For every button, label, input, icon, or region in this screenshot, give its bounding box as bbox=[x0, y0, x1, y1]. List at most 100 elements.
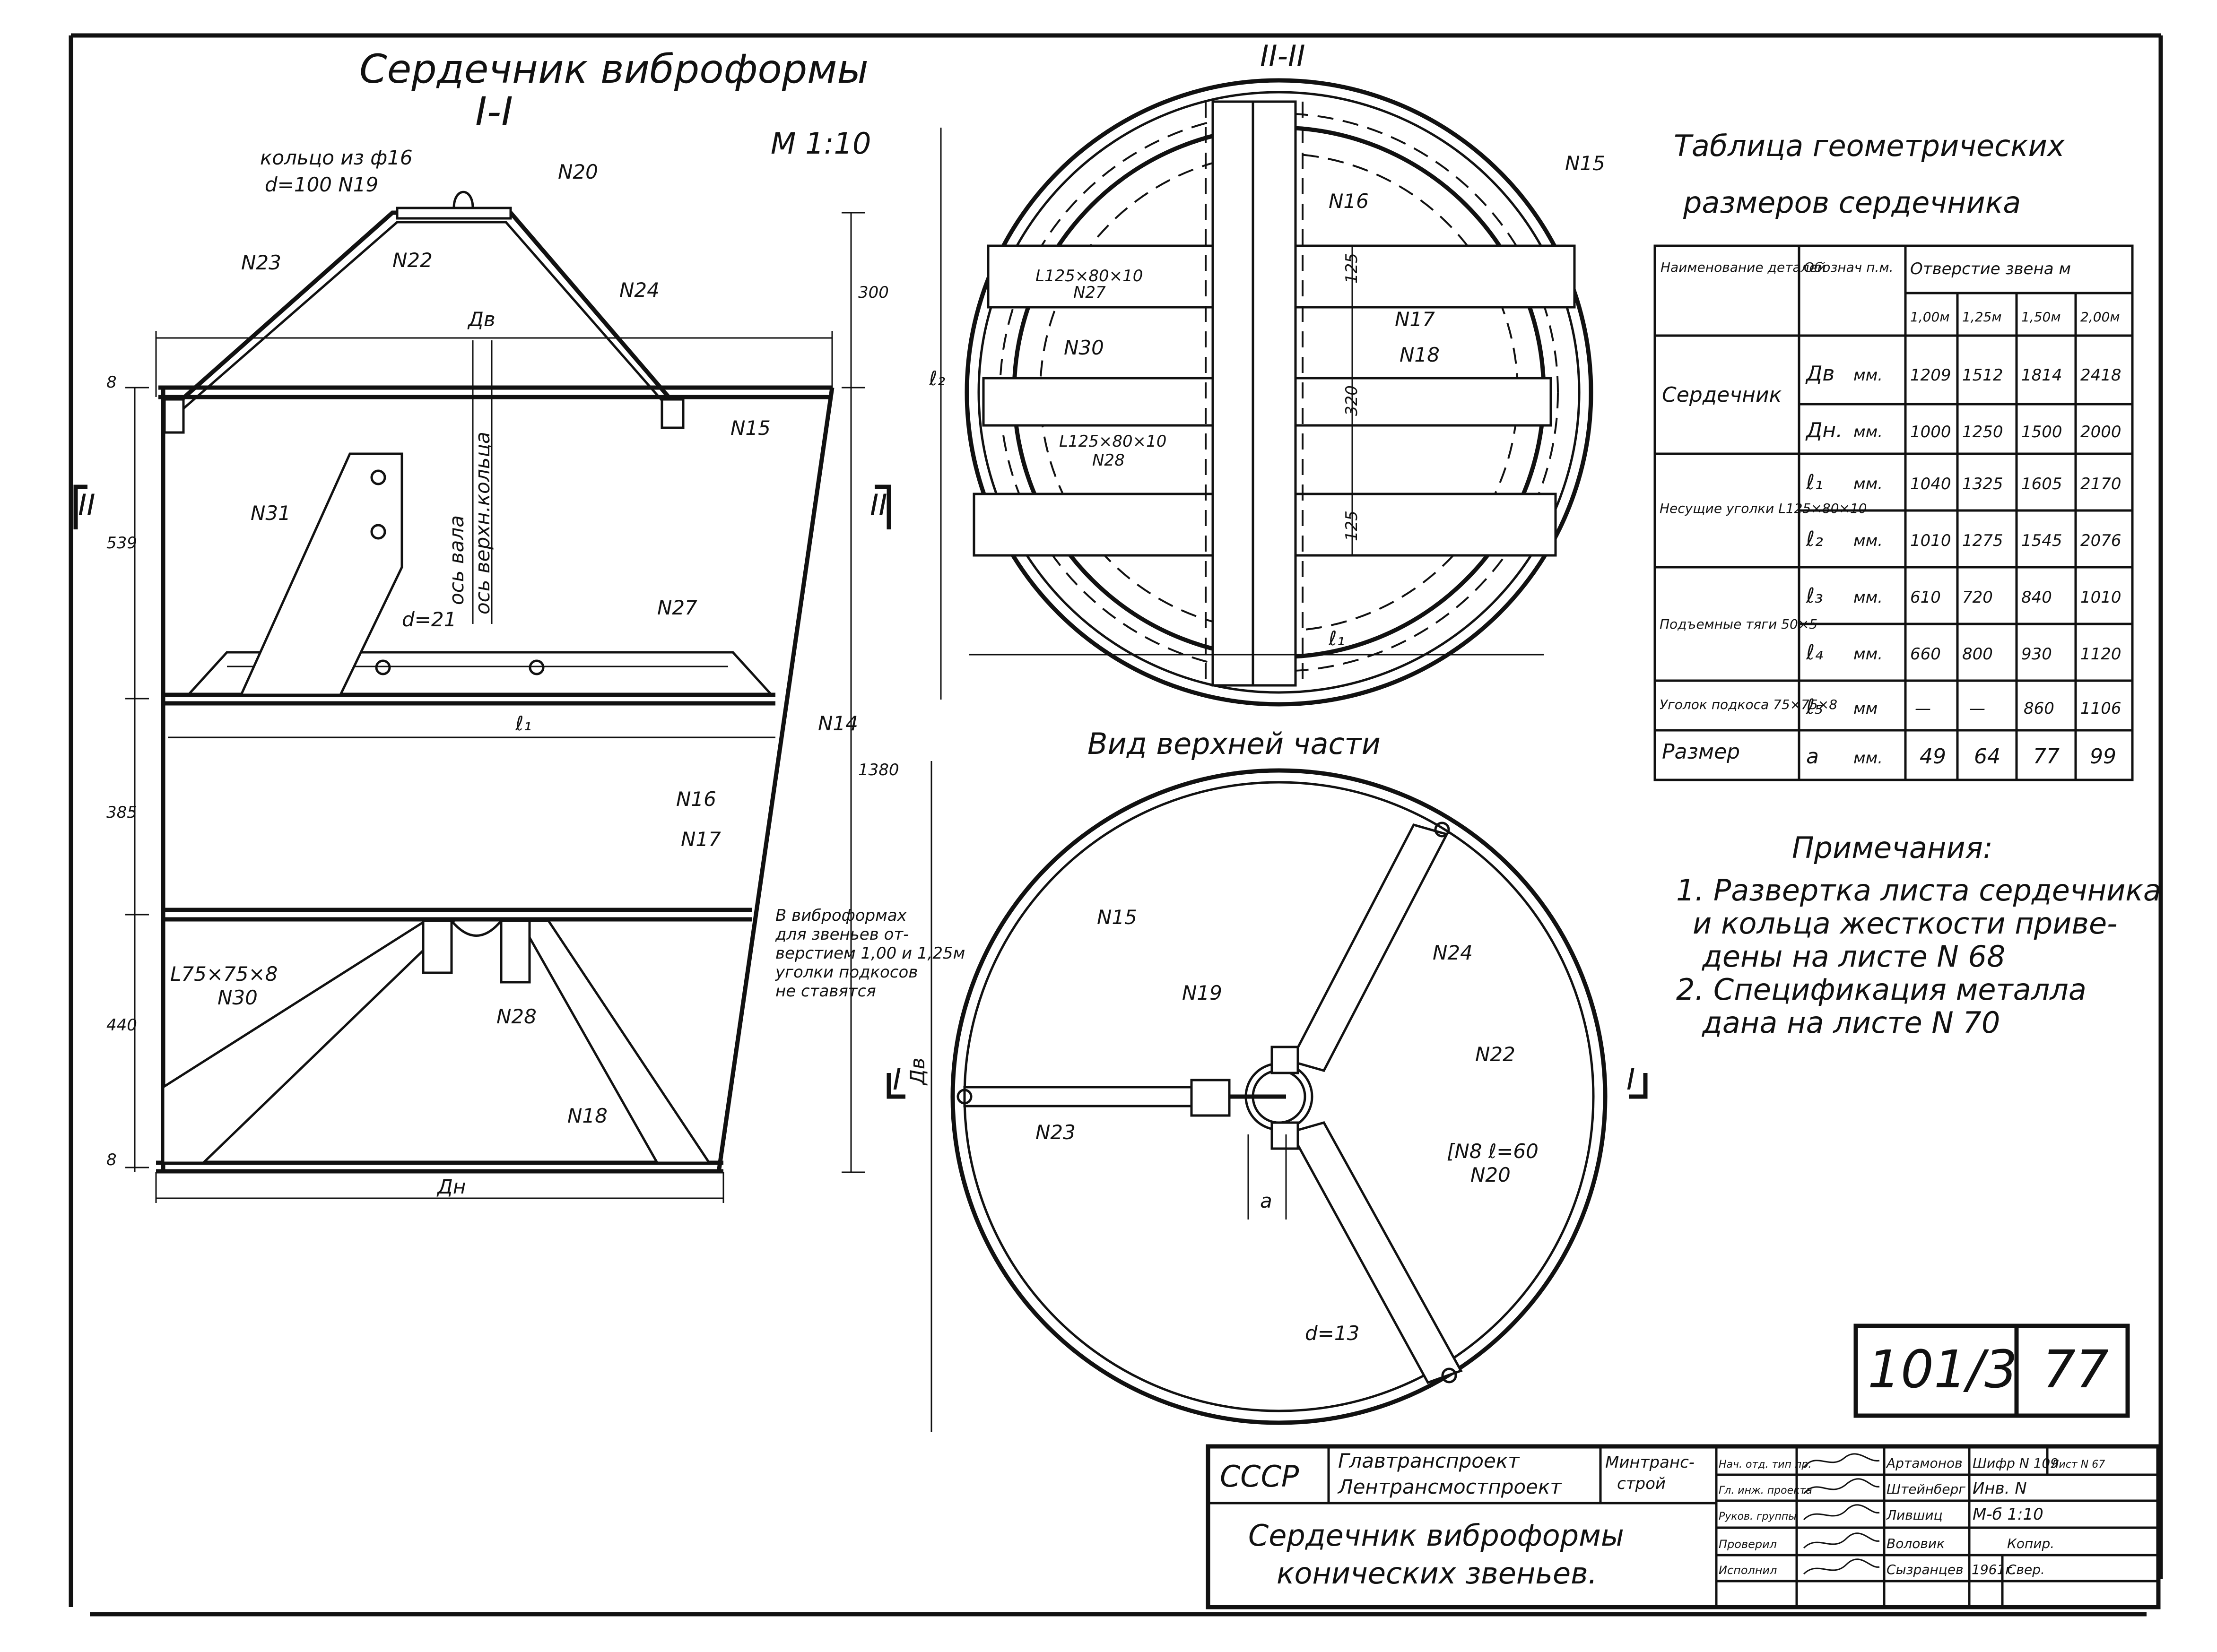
svg-text:мм.: мм. bbox=[1853, 423, 1883, 441]
note-b-5: не ставятся bbox=[775, 982, 876, 1001]
top-view bbox=[930, 761, 1608, 1432]
dim-125-b: 125 bbox=[1342, 510, 1361, 541]
svg-text:1040: 1040 bbox=[1910, 475, 1951, 493]
svg-text:1010: 1010 bbox=[1910, 531, 1951, 550]
label-l2: ℓ₂ bbox=[929, 367, 945, 390]
label-n27: N27 bbox=[657, 596, 697, 619]
dim-320: 320 bbox=[1342, 385, 1361, 416]
section-mark-i-right: I bbox=[1626, 1062, 1635, 1097]
label-n31: N31 bbox=[251, 502, 291, 525]
dim-1380: 1380 bbox=[858, 761, 899, 779]
label-n28b: N28 bbox=[1092, 451, 1125, 470]
section-mark-ii-right: II bbox=[870, 488, 887, 522]
tb-year: 1961г. bbox=[1972, 1562, 2017, 1577]
table-header-code: Обознач п.м. bbox=[1804, 259, 1893, 275]
tb-checked: Свер. bbox=[2007, 1562, 2045, 1577]
label-n23b: N23 bbox=[1035, 1121, 1076, 1144]
label-n20b: N20 bbox=[1470, 1163, 1511, 1186]
tb-name-3: Лившиц bbox=[1886, 1507, 1943, 1523]
section-mark-ii-left: II bbox=[78, 488, 96, 522]
table-row: ℓ₂ мм. 1010 1275 1545 2076 bbox=[1806, 527, 2121, 551]
label-ch8: [N8 ℓ=60 bbox=[1447, 1140, 1539, 1163]
table-group-angles: Несущие уголки L125×80×10 bbox=[1660, 501, 1867, 516]
table-row: Дв мм. 1209 1512 1814 2418 bbox=[1805, 362, 2121, 386]
dim-125-a: 125 bbox=[1342, 253, 1361, 284]
label-n30: N30 bbox=[217, 986, 258, 1009]
section-marks bbox=[73, 484, 1648, 1099]
tb-list: Лист N 67 bbox=[2051, 1459, 2105, 1470]
label-n27b: N27 bbox=[1073, 283, 1106, 302]
section-title-2: II-II bbox=[1260, 39, 1305, 73]
label-n18b: N18 bbox=[1400, 343, 1440, 366]
label-angle-75: L75×75×8 bbox=[170, 962, 278, 986]
tb-role-4: Проверил bbox=[1719, 1538, 1777, 1551]
svg-text:2418: 2418 bbox=[2080, 366, 2121, 385]
table-row: Дн. мм. 1000 1250 1500 2000 bbox=[1805, 418, 2121, 442]
tb-org-2: Лентрансмостпроект bbox=[1337, 1475, 1562, 1498]
label-n23: N23 bbox=[241, 251, 281, 274]
notes-line-5: дана на листе N 70 bbox=[1702, 1005, 2000, 1040]
tb-name-5: Сызранцев bbox=[1887, 1562, 1964, 1577]
tb-role-3: Руков. группы bbox=[1719, 1511, 1797, 1522]
dim-8-bottom: 8 bbox=[106, 1150, 117, 1169]
tb-org-1: Главтранспроект bbox=[1338, 1449, 1520, 1472]
svg-text:49: 49 bbox=[1920, 744, 1946, 769]
label-n14: N14 bbox=[818, 712, 858, 735]
tb-drawing-2: конических звеньев. bbox=[1277, 1556, 1597, 1591]
sheet-number-box bbox=[1853, 1323, 2130, 1418]
tb-name-1: Артамонов bbox=[1886, 1455, 1963, 1471]
tb-role-5: Исполнил bbox=[1719, 1564, 1777, 1577]
svg-text:a: a bbox=[1806, 744, 1819, 769]
svg-text:1120: 1120 bbox=[2080, 645, 2121, 664]
svg-text:2170: 2170 bbox=[2080, 475, 2121, 493]
table-row: ℓ₁ мм. 1040 1325 1605 2170 bbox=[1806, 470, 2121, 494]
label-a: a bbox=[1260, 1189, 1272, 1212]
table-row: ℓ₅ мм — — 860 1106 bbox=[1806, 695, 2121, 719]
notes-line-3: дены на листе N 68 bbox=[1702, 939, 2005, 974]
svg-text:ℓ₄: ℓ₄ bbox=[1806, 640, 1823, 665]
notes-title: Примечания: bbox=[1792, 830, 1993, 865]
table-header-name: Наименование деталей bbox=[1661, 259, 1826, 275]
svg-text:мм.: мм. bbox=[1853, 588, 1883, 607]
svg-text:1545: 1545 bbox=[2021, 531, 2062, 550]
tb-code: Шифр N 109 bbox=[1973, 1455, 2059, 1471]
label-n28: N28 bbox=[496, 1005, 537, 1028]
tb-inv: Инв. N bbox=[1973, 1479, 2027, 1498]
size-table bbox=[1653, 244, 2134, 781]
svg-text:610: 610 bbox=[1910, 588, 1941, 607]
tb-country: СССР bbox=[1220, 1459, 1299, 1494]
svg-text:ℓ₂: ℓ₂ bbox=[1806, 527, 1823, 551]
svg-text:мм.: мм. bbox=[1853, 645, 1883, 664]
main-title: Сердечник виброформы bbox=[359, 46, 869, 92]
label-n24: N24 bbox=[619, 278, 660, 302]
svg-text:мм.: мм. bbox=[1853, 749, 1883, 768]
svg-text:1000: 1000 bbox=[1910, 423, 1951, 441]
label-angle-125-28: L125×80×10 bbox=[1059, 432, 1166, 451]
svg-text:720: 720 bbox=[1962, 588, 1993, 607]
svg-text:660: 660 bbox=[1910, 645, 1941, 664]
tb-copied: Копир. bbox=[2007, 1536, 2054, 1551]
label-n22: N22 bbox=[392, 249, 433, 272]
label-n30b: N30 bbox=[1064, 336, 1104, 359]
label-n15: N15 bbox=[730, 416, 771, 440]
svg-text:1500: 1500 bbox=[2021, 423, 2062, 441]
svg-text:—: — bbox=[1969, 699, 1985, 718]
section-i-dimensions bbox=[125, 212, 865, 1203]
svg-text:мм: мм bbox=[1853, 699, 1878, 718]
table-row: a мм. 49 64 77 99 bbox=[1806, 744, 2116, 769]
label-axis-ring: ось верхн.кольца bbox=[471, 432, 494, 614]
tb-name-2: Штейнберг bbox=[1887, 1481, 1965, 1497]
svg-text:мм.: мм. bbox=[1853, 531, 1883, 550]
svg-text:99: 99 bbox=[2090, 744, 2116, 769]
dim-539: 539 bbox=[106, 534, 137, 553]
tb-name-4: Воловик bbox=[1887, 1536, 1945, 1551]
svg-text:930: 930 bbox=[2021, 645, 2052, 664]
svg-text:860: 860 bbox=[2024, 699, 2054, 718]
tb-role-2: Гл. инж. проекта bbox=[1719, 1485, 1812, 1496]
svg-text:ℓ₅: ℓ₅ bbox=[1806, 695, 1823, 719]
tb-role-1: Нач. отд. тип пр. bbox=[1719, 1459, 1811, 1470]
svg-text:1325: 1325 bbox=[1962, 475, 2003, 493]
title-block bbox=[1206, 1444, 2161, 1609]
svg-text:2000: 2000 bbox=[2080, 423, 2121, 441]
